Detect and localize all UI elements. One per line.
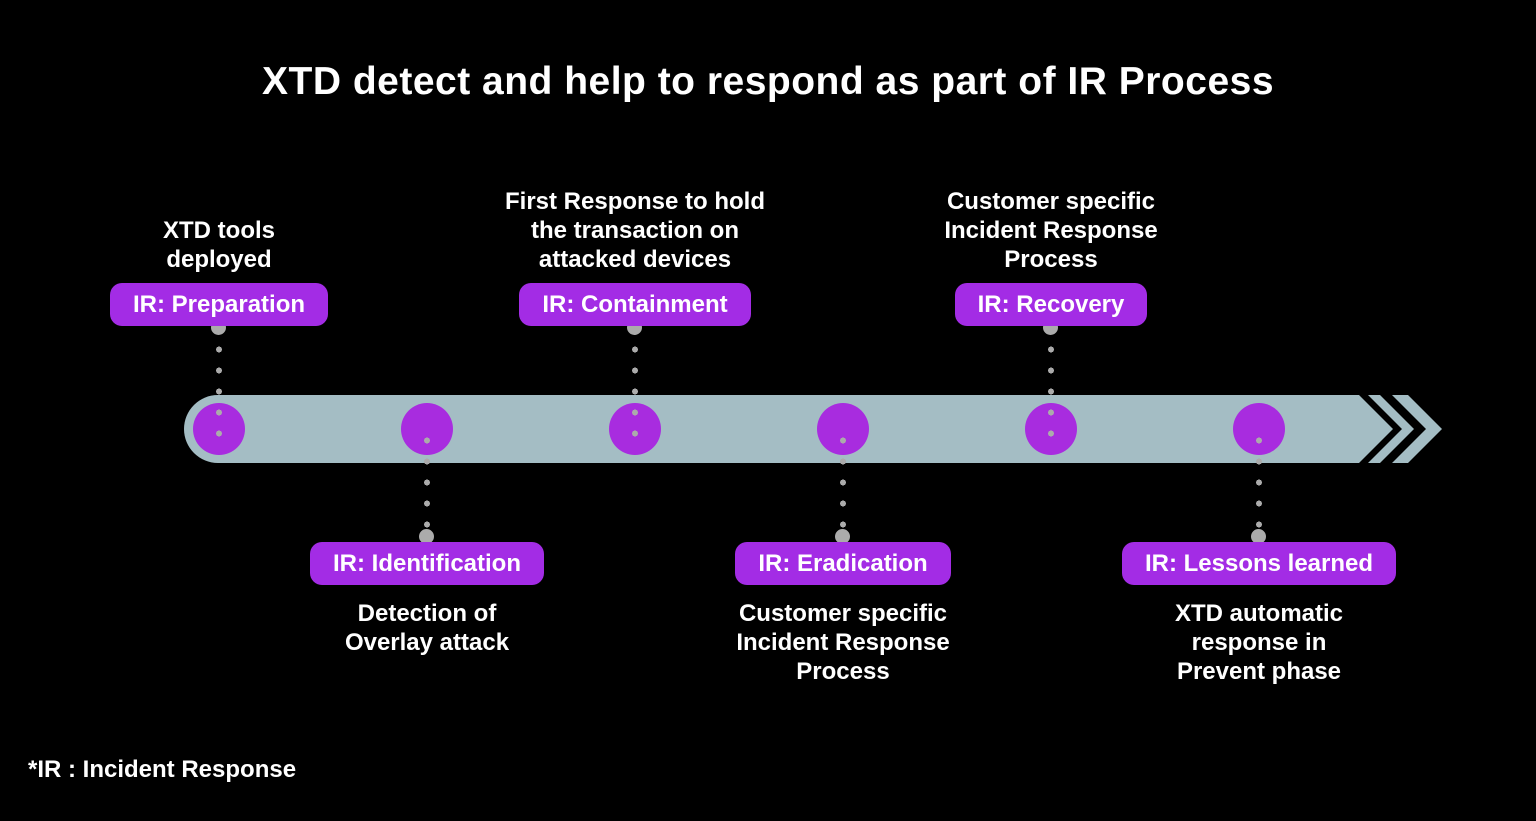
step-preparation: XTD tools deployed IR: Preparation	[39, 170, 399, 326]
dotted-connector-line	[216, 339, 222, 438]
dotted-connector-line	[1256, 430, 1262, 530]
dotted-connector-line	[1048, 339, 1054, 438]
step-identification: IR: Identification Detection of Overlay …	[247, 542, 607, 657]
ir-phase-badge-lessons-learned: IR: Lessons learned	[1121, 542, 1397, 585]
timeline-band-shape	[184, 395, 1393, 463]
dotted-connector-line	[632, 339, 638, 438]
connector-anchor-dot	[835, 529, 850, 544]
step-recovery: Customer specific Incident Response Proc…	[871, 170, 1231, 326]
ir-phase-badge-containment: IR: Containment	[519, 283, 751, 326]
step-lessons-learned: IR: Lessons learned XTD automatic respon…	[1079, 542, 1439, 686]
timeline-node-identification	[401, 403, 453, 455]
chevron-right-icon	[1368, 395, 1442, 463]
step-eradication: IR: Eradication Customer specific Incide…	[663, 542, 1023, 686]
ir-phase-badge-recovery: IR: Recovery	[954, 283, 1148, 326]
timeline-node-eradication	[817, 403, 869, 455]
step-description: Detection of Overlay attack	[344, 600, 510, 656]
timeline-arrow-band	[184, 395, 1442, 463]
page-title: XTD detect and help to respond as part o…	[261, 60, 1275, 103]
step-containment: First Response to hold the transaction o…	[455, 170, 815, 326]
dotted-connector-line	[424, 430, 430, 530]
connector-anchor-dot	[1251, 529, 1266, 544]
step-description: Customer specific Incident Response Proc…	[736, 600, 950, 685]
step-description: XTD tools deployed	[163, 217, 275, 273]
step-description: First Response to hold the transaction o…	[504, 188, 765, 273]
ir-phase-badge-identification: IR: Identification	[310, 542, 544, 585]
timeline-node-lessons-learned	[1233, 403, 1285, 455]
connector-anchor-dot	[419, 529, 434, 544]
footnote: *IR : Incident Response	[28, 756, 297, 783]
ir-phase-badge-eradication: IR: Eradication	[735, 542, 951, 585]
step-description: Customer specific Incident Response Proc…	[944, 188, 1158, 273]
ir-phase-badge-preparation: IR: Preparation	[109, 283, 329, 326]
dotted-connector-line	[840, 430, 846, 530]
step-description: XTD automatic response in Prevent phase	[1174, 600, 1344, 685]
